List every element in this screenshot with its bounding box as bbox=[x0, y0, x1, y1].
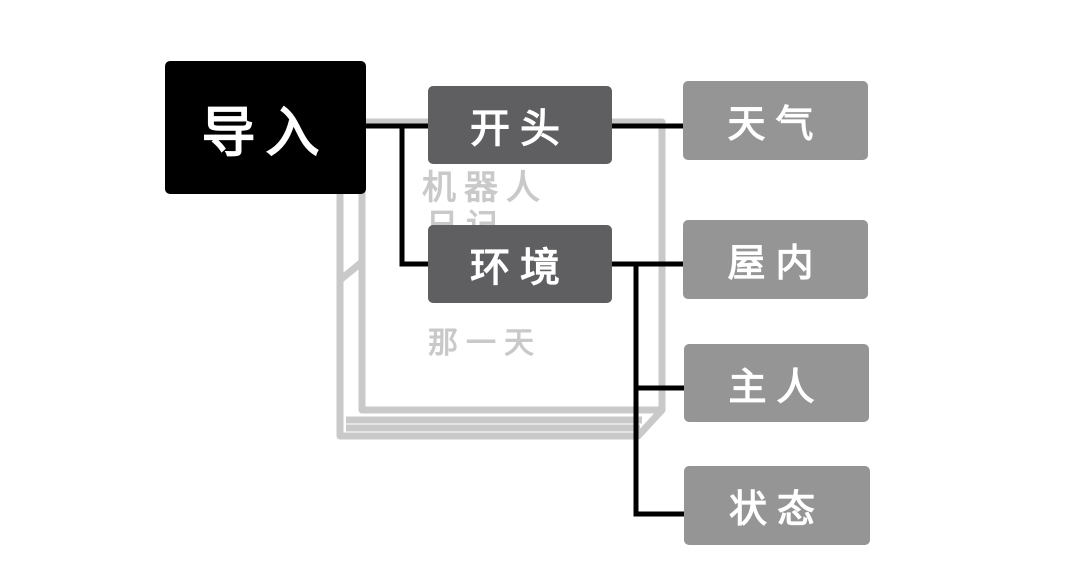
node-kaitou: 开头 bbox=[428, 86, 612, 164]
node-zhuangtai: 状态 bbox=[684, 466, 870, 545]
node-wunei: 屋内 bbox=[683, 220, 868, 299]
node-zhuren: 主人 bbox=[684, 344, 869, 422]
node-root-daoru: 导入 bbox=[165, 61, 366, 194]
node-kaitou-label: 开头 bbox=[470, 96, 570, 154]
node-root-label: 导入 bbox=[202, 88, 330, 167]
node-wunei-label: 屋内 bbox=[727, 232, 823, 287]
node-huanjing-label: 环境 bbox=[470, 235, 570, 293]
node-tianqi: 天气 bbox=[683, 81, 868, 160]
node-huanjing: 环境 bbox=[428, 225, 612, 303]
node-zhuren-label: 主人 bbox=[728, 356, 824, 411]
connector-root-to-huanjing bbox=[402, 126, 428, 264]
node-tianqi-label: 天气 bbox=[727, 93, 823, 148]
node-zhuangtai-label: 状态 bbox=[729, 478, 825, 533]
